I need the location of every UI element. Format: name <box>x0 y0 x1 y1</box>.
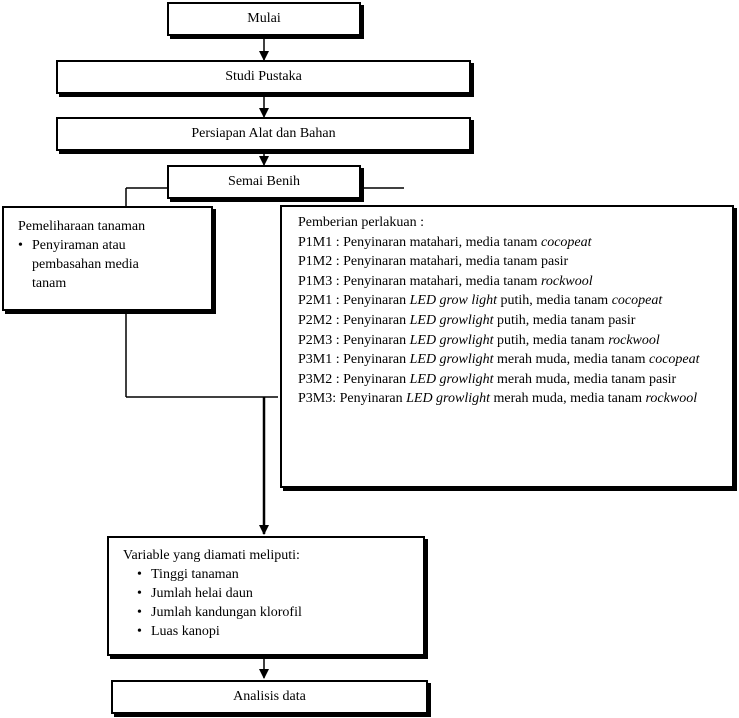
perlakuan-code: P1M2 <box>298 254 333 270</box>
perlakuan-separator: : <box>332 371 344 387</box>
analisis-data-label: Analisis data <box>233 689 306 704</box>
perlakuan-item: P1M2 : Penyinaran matahari, media tanam … <box>298 252 722 272</box>
perlakuan-term: LED growlight <box>409 352 494 368</box>
semai-benih-box: Semai Benih <box>167 165 361 199</box>
analisis-data-box: Analisis data <box>111 680 428 714</box>
pemeliharaan-title: Pemeliharaan tanaman <box>18 219 146 234</box>
variabel-item: Jumlah helai daun <box>137 584 413 603</box>
perlakuan-list: P1M1 : Penyinaran matahari, media tanam … <box>298 233 722 409</box>
perlakuan-code: P2M1 <box>298 293 333 309</box>
perlakuan-text: merah muda, media tanam pasir <box>493 371 677 387</box>
perlakuan-code: P2M2 <box>298 312 333 328</box>
perlakuan-text: putih, media tanam <box>493 332 609 348</box>
perlakuan-item: P2M2 : Penyinaran LED growlight putih, m… <box>298 311 722 331</box>
pemeliharaan-item: Penyiraman atau pembasahan media tanam <box>18 236 163 293</box>
variabel-item: Luas kanopi <box>137 622 413 641</box>
pemeliharaan-box: Pemeliharaan tanaman Penyiraman atau pem… <box>2 206 213 311</box>
perlakuan-separator: : <box>332 254 344 270</box>
mulai-box: Mulai <box>167 2 361 36</box>
perlakuan-text: Penyinaran <box>343 312 410 328</box>
perlakuan-code: P2M3 <box>298 332 333 348</box>
perlakuan-text: Penyinaran <box>343 332 410 348</box>
pemeliharaan-list: Penyiraman atau pembasahan media tanam <box>18 236 203 293</box>
perlakuan-text: Penyinaran <box>343 352 410 368</box>
perlakuan-term: cocopeat <box>541 234 592 250</box>
perlakuan-term: rockwool <box>541 273 593 289</box>
perlakuan-code: P3M2 <box>298 371 333 387</box>
variabel-item: Tinggi tanaman <box>137 565 413 584</box>
perlakuan-separator: : <box>332 391 340 407</box>
variabel-list: Tinggi tanaman Jumlah helai daun Jumlah … <box>137 565 413 641</box>
perlakuan-separator: : <box>332 352 344 368</box>
perlakuan-term: LED growlight <box>409 312 494 328</box>
persiapan-box: Persiapan Alat dan Bahan <box>56 117 471 151</box>
perlakuan-text: Penyinaran matahari, media tanam <box>343 234 541 250</box>
perlakuan-separator: : <box>332 273 344 289</box>
perlakuan-text: merah muda, media tanam <box>490 391 646 407</box>
perlakuan-item: P2M1 : Penyinaran LED grow light putih, … <box>298 291 722 311</box>
variabel-item: Jumlah kandungan klorofil <box>137 603 413 622</box>
perlakuan-term: LED growlight <box>409 371 494 387</box>
perlakuan-code: P3M3 <box>298 391 333 407</box>
perlakuan-term: rockwool <box>645 391 698 407</box>
mulai-label: Mulai <box>247 11 281 26</box>
perlakuan-item: P3M2 : Penyinaran LED growlight merah mu… <box>298 370 722 390</box>
perlakuan-text: putih, media tanam pasir <box>493 312 636 328</box>
perlakuan-separator: : <box>332 312 344 328</box>
perlakuan-item: P1M1 : Penyinaran matahari, media tanam … <box>298 233 722 253</box>
variabel-box: Variable yang diamati meliputi: Tinggi t… <box>107 536 425 656</box>
perlakuan-item: P2M3 : Penyinaran LED growlight putih, m… <box>298 331 722 351</box>
perlakuan-separator: : <box>332 293 344 309</box>
perlakuan-code: P1M1 <box>298 234 333 250</box>
perlakuan-text: Penyinaran <box>343 371 410 387</box>
perlakuan-code: P1M3 <box>298 273 333 289</box>
studi-pustaka-label: Studi Pustaka <box>225 69 302 84</box>
perlakuan-term: LED grow light <box>409 293 497 309</box>
semai-benih-label: Semai Benih <box>228 174 300 189</box>
perlakuan-separator: : <box>332 332 344 348</box>
perlakuan-text: Penyinaran matahari, media tanam <box>343 273 541 289</box>
perlakuan-term: rockwool <box>608 332 660 348</box>
perlakuan-text: Penyinaran <box>343 293 410 309</box>
studi-pustaka-box: Studi Pustaka <box>56 60 471 94</box>
perlakuan-item: P1M3 : Penyinaran matahari, media tanam … <box>298 272 722 292</box>
perlakuan-term: LED growlight <box>406 391 490 407</box>
perlakuan-term: cocopeat <box>649 352 700 368</box>
perlakuan-term: LED growlight <box>409 332 494 348</box>
perlakuan-title: Pemberian perlakuan : <box>298 215 424 230</box>
persiapan-label: Persiapan Alat dan Bahan <box>191 126 336 141</box>
perlakuan-term: cocopeat <box>611 293 663 309</box>
perlakuan-item: P3M1 : Penyinaran LED growlight merah mu… <box>298 350 722 370</box>
perlakuan-text: putih, media tanam <box>497 293 612 309</box>
perlakuan-text: Penyinaran <box>339 391 407 407</box>
perlakuan-text: Penyinaran matahari, media tanam pasir <box>343 254 569 270</box>
perlakuan-box: Pemberian perlakuan : P1M1 : Penyinaran … <box>280 205 734 488</box>
variabel-title: Variable yang diamati meliputi: <box>123 548 300 563</box>
perlakuan-separator: : <box>332 234 344 250</box>
perlakuan-text: merah muda, media tanam <box>493 352 649 368</box>
perlakuan-code: P3M1 <box>298 352 333 368</box>
perlakuan-item: P3M3: Penyinaran LED growlight merah mud… <box>298 389 722 409</box>
